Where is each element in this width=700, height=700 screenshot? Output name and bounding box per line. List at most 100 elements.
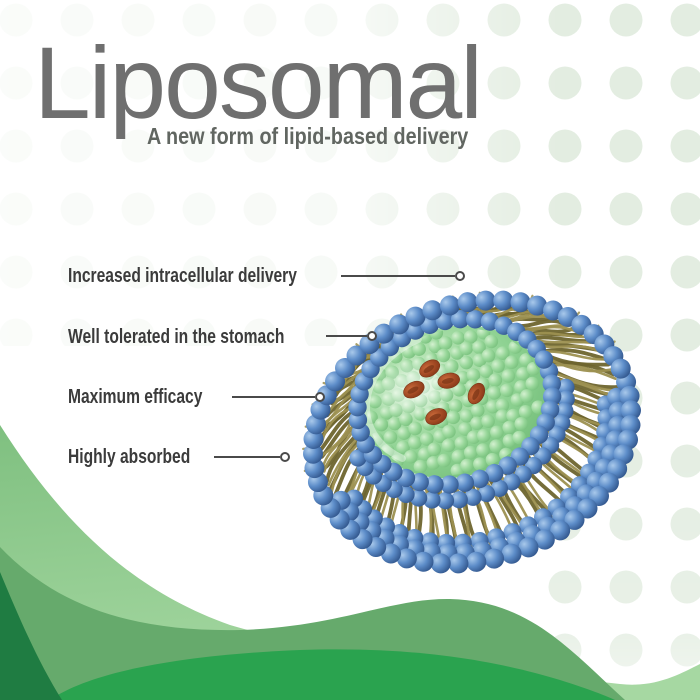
phospholipid-head: [464, 488, 482, 506]
lipid-tail: [330, 441, 361, 494]
phospholipid-head: [564, 509, 585, 530]
lipid-tail: [325, 433, 359, 483]
core-bubble: [491, 359, 505, 373]
core-bubble: [473, 457, 487, 471]
phospholipid-head: [423, 491, 441, 509]
phospholipid-head: [490, 479, 509, 497]
core-bubble: [374, 417, 389, 432]
lipid-tail: [543, 350, 607, 361]
core-bubble: [459, 355, 474, 370]
core-bubble: [428, 339, 443, 354]
core-bubble: [472, 340, 486, 355]
callout-high-absorption: Highly absorbed: [68, 446, 191, 468]
phospholipid-head: [620, 400, 641, 421]
phospholipid-head: [406, 321, 425, 340]
core-bubble: [487, 386, 502, 400]
callout-increased-delivery: Increased intracellular delivery: [68, 265, 297, 287]
core-bubble: [479, 364, 494, 378]
phospholipid-head: [303, 443, 324, 464]
core-bubble: [408, 435, 422, 450]
leader-dot: [315, 392, 325, 402]
leader-max-efficacy: [232, 392, 325, 402]
wave-bright: [50, 649, 615, 700]
core-bubble: [512, 430, 527, 445]
callout-stomach-tolerance: Well tolerated in the stomach: [68, 326, 285, 348]
payload-particle: [467, 382, 486, 405]
core-bubble: [518, 405, 533, 419]
leader-increased-delivery: [341, 271, 465, 281]
core-bubble: [459, 341, 474, 356]
core-bubble: [451, 449, 466, 464]
core-bubble: [397, 426, 411, 440]
phospholipid-head: [405, 306, 426, 327]
core-bubble: [499, 383, 514, 398]
phospholipid-head: [477, 484, 496, 503]
phospholipid-head: [620, 414, 641, 435]
core-bubble: [484, 334, 499, 349]
lipid-tail: [524, 325, 578, 334]
core-bubble: [502, 420, 517, 435]
core-bubble: [403, 449, 418, 464]
phospholipid-head: [389, 314, 410, 335]
core-bubble: [438, 336, 453, 350]
core-bubble: [520, 389, 534, 403]
phospholipid-head: [346, 345, 367, 366]
core-bubble: [495, 346, 510, 360]
phospholipid-head: [420, 315, 440, 334]
phospholipid-head: [455, 473, 475, 492]
phospholipid-head: [448, 553, 469, 574]
core-bubble: [437, 453, 451, 468]
leader-dot: [280, 452, 290, 462]
phospholipid-head: [422, 300, 443, 321]
page-subtitle: A new form of lipid-based delivery: [147, 123, 469, 149]
phospholipid-head: [577, 498, 598, 519]
phospholipid-head: [527, 295, 548, 316]
core-bubble: [427, 442, 442, 457]
phospholipid-head: [510, 292, 531, 313]
leader-dot: [367, 331, 377, 341]
leader-high-absorption: [214, 452, 290, 462]
phospholipid-head: [349, 449, 367, 467]
core-bubble: [396, 440, 410, 455]
payload-particle-streak: [472, 388, 480, 400]
phospholipid-head: [450, 491, 468, 509]
core-bubble: [504, 355, 519, 370]
phospholipid-head: [373, 323, 394, 344]
phospholipid-head: [542, 374, 561, 393]
phospholipid-head: [425, 475, 444, 494]
core-bubble: [476, 428, 491, 443]
lipid-tail: [319, 410, 355, 451]
core-bubble: [408, 421, 422, 436]
phospholipid-head: [348, 410, 368, 430]
phospholipid-head: [466, 310, 485, 329]
core-bubble: [514, 416, 529, 431]
core-bubble: [495, 409, 510, 423]
phospholipid-head: [534, 529, 555, 550]
core-bubble: [488, 373, 503, 387]
core-bubble: [481, 414, 495, 429]
core-bubble: [466, 430, 481, 444]
phospholipid-head: [485, 463, 504, 483]
payload-particle-streak: [429, 413, 441, 421]
leader-dot: [455, 271, 465, 281]
phospholipid-head: [396, 548, 417, 569]
phospholipid-head: [439, 295, 460, 316]
phospholipid-head: [304, 458, 325, 479]
lipid-tail: [327, 436, 359, 487]
phospholipid-head: [498, 456, 517, 475]
phospholipid-head: [457, 292, 478, 313]
wave-dark: [0, 572, 62, 700]
phospholipid-head: [466, 551, 487, 572]
core-bubble: [495, 398, 510, 413]
payload-particle-streak: [441, 378, 454, 384]
payload-particle: [437, 372, 460, 389]
core-bubble: [481, 348, 496, 363]
wave-background: [0, 425, 700, 700]
core-bubble: [426, 455, 441, 470]
core-bubble: [441, 438, 456, 453]
core-bubble: [448, 399, 463, 413]
core-bubble: [463, 330, 478, 344]
lipid-tail: [547, 357, 613, 373]
